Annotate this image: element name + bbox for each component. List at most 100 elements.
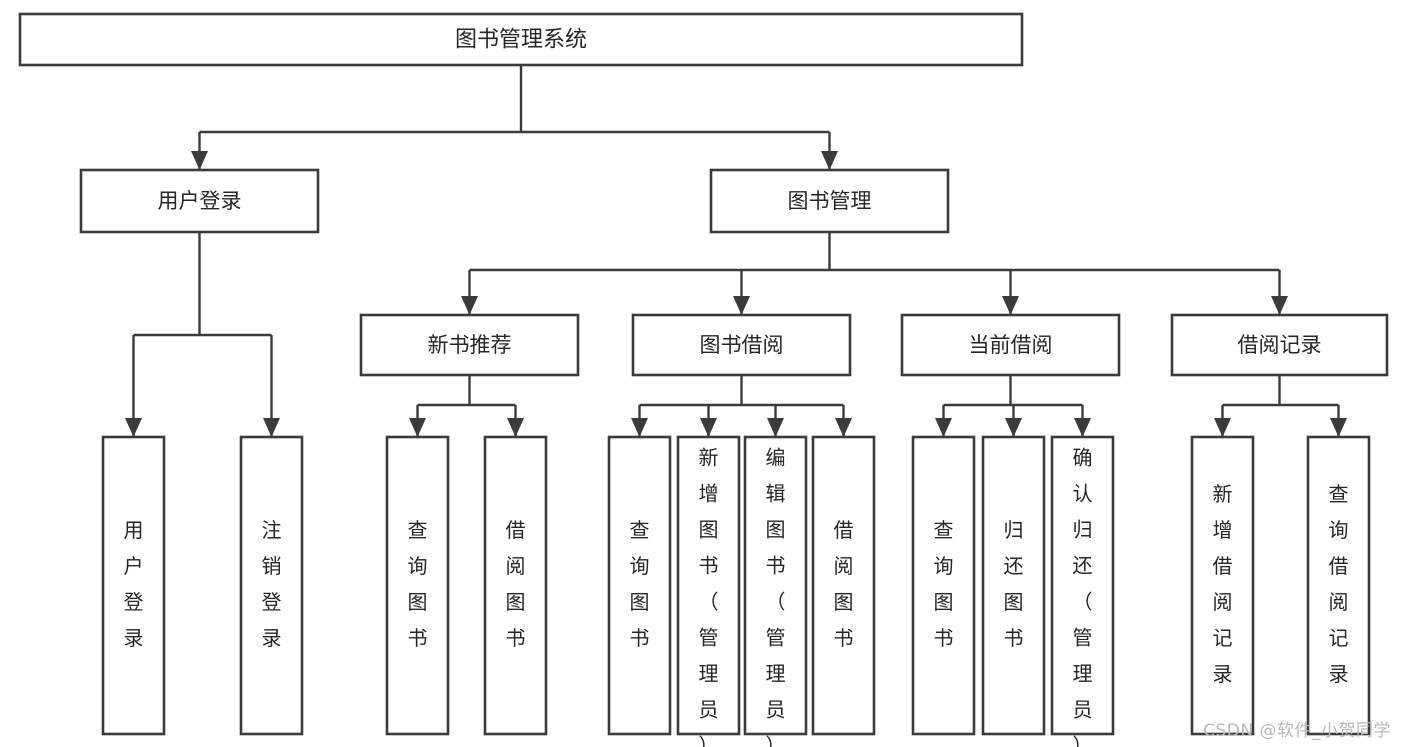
leaf-node-leaf-borrow-book-recommend-rect[interactable] — [483, 435, 548, 736]
arrow-head-icon — [835, 418, 852, 437]
level3-node-new-book-recommend[interactable]: 新书推荐 — [359, 313, 580, 377]
leaf-node-leaf-query-book-current-char: 书 — [934, 626, 954, 650]
leaf-node-leaf-query-borrow-record-rect[interactable] — [1306, 435, 1371, 736]
leaf-node-leaf-add-book-admin-char: 理 — [699, 662, 719, 686]
leaf-node-leaf-confirm-return-admin-rect[interactable] — [1050, 435, 1115, 736]
leaf-node-leaf-add-borrow-record-char: 增 — [1213, 518, 1233, 542]
level2-node-user-login-rect[interactable] — [79, 168, 320, 234]
leaf-node-leaf-logout-login-char: 录 — [262, 626, 282, 650]
leaf-node-leaf-return-book-rect[interactable] — [981, 435, 1046, 736]
leaf-node-leaf-user-login-rect[interactable] — [101, 435, 166, 736]
arrow-head-icon — [191, 151, 208, 170]
root-node[interactable]: 图书管理系统 — [18, 12, 1024, 67]
leaf-node-leaf-user-login[interactable]: 用户登录 — [101, 435, 166, 736]
leaf-node-leaf-edit-book-admin-char: 编 — [766, 446, 786, 470]
leaf-node-leaf-logout-login-char: 注 — [262, 518, 282, 542]
arrow-head-icon — [1005, 418, 1022, 437]
leaf-node-leaf-borrow-book-recommend-char: 阅 — [506, 554, 526, 578]
leaf-node-leaf-query-book-borrow-char: 查 — [630, 518, 650, 542]
leaf-node-leaf-add-book-admin-char: 图 — [699, 518, 719, 542]
root-node-label: 图书管理系统 — [455, 28, 587, 53]
leaf-node-leaf-borrow-book-char: 图 — [834, 590, 854, 614]
leaf-node-leaf-edit-book-admin-char: 员 — [766, 698, 786, 722]
leaf-node-leaf-borrow-book-recommend-char: 图 — [506, 590, 526, 614]
arrow-head-icon — [631, 418, 648, 437]
level3-node-borrow-record-rect[interactable] — [1170, 313, 1389, 377]
leaf-node-leaf-confirm-return-admin-char: 理 — [1073, 662, 1093, 686]
leaf-node-leaf-borrow-book-rect[interactable] — [811, 435, 876, 736]
leaf-node-leaf-confirm-return-admin-char: （ — [1073, 590, 1093, 614]
leaf-node-leaf-add-book-admin-char: 新 — [699, 446, 719, 470]
leaf-node-leaf-query-book-recommend-char: 询 — [408, 554, 428, 578]
level2-node-book-management-label: 图书管理 — [788, 189, 872, 213]
leaf-node-leaf-add-borrow-record-char: 录 — [1213, 662, 1233, 686]
level3-node-book-borrow[interactable]: 图书借阅 — [631, 313, 852, 377]
arrow-head-icon — [409, 418, 426, 437]
leaf-node-leaf-return-book-char: 还 — [1004, 554, 1024, 578]
leaf-node-leaf-edit-book-admin-rect[interactable] — [743, 435, 808, 736]
arrow-head-icon — [1214, 418, 1231, 437]
arrow-head-icon — [821, 151, 838, 170]
leaf-node-leaf-edit-book-admin-char: （ — [766, 590, 786, 614]
level2-node-user-login[interactable]: 用户登录 — [79, 168, 320, 234]
level2-node-book-management[interactable]: 图书管理 — [709, 168, 950, 234]
arrow-head-icon — [507, 418, 524, 437]
arrow-head-icon — [125, 418, 142, 437]
leaf-node-leaf-edit-book-admin-char: 辑 — [766, 482, 786, 506]
leaf-node-leaf-edit-book-admin-char: 管 — [766, 626, 786, 650]
leaf-node-leaf-add-book-admin-char: 员 — [699, 698, 719, 722]
leaf-node-leaf-query-book-borrow-char: 询 — [630, 554, 650, 578]
leaf-node-leaf-query-book-borrow-rect[interactable] — [607, 435, 672, 736]
leaf-node-leaf-user-login-char: 户 — [124, 554, 144, 578]
level3-node-book-borrow-rect[interactable] — [631, 313, 852, 377]
leaf-node-leaf-query-borrow-record-char: 借 — [1329, 554, 1349, 578]
leaf-node-leaf-borrow-book-recommend-char: 书 — [506, 626, 526, 650]
level2-node-user-login-label: 用户登录 — [158, 189, 242, 213]
leaf-node-leaf-query-book-current-rect[interactable] — [911, 435, 976, 736]
leaf-node-leaf-confirm-return-admin-char: 管 — [1073, 626, 1093, 650]
root-node-rect[interactable] — [18, 12, 1024, 67]
leaf-node-leaf-return-book-char: 归 — [1004, 518, 1024, 542]
leaf-node-leaf-confirm-return-admin-char: ） — [1073, 734, 1093, 747]
leaf-node-leaf-edit-book-admin-char: ） — [766, 734, 786, 747]
arrow-head-icon — [1074, 418, 1091, 437]
arrow-head-icon — [700, 418, 717, 437]
leaf-node-leaf-edit-book-admin-char: 图 — [766, 518, 786, 542]
level3-node-new-book-recommend-rect[interactable] — [359, 313, 580, 377]
leaf-node-leaf-query-book-current-char: 询 — [934, 554, 954, 578]
level2-node-book-management-rect[interactable] — [709, 168, 950, 234]
leaf-node-leaf-borrow-book-recommend-char: 借 — [506, 518, 526, 542]
leaf-node-leaf-return-book-char: 书 — [1004, 626, 1024, 650]
leaf-node-leaf-logout-login-char: 销 — [262, 554, 282, 578]
leaf-node-leaf-borrow-book-char: 借 — [834, 518, 854, 542]
arrow-head-icon — [461, 296, 478, 315]
leaf-node-leaf-confirm-return-admin-char: 确 — [1073, 446, 1093, 470]
level3-node-current-borrow[interactable]: 当前借阅 — [900, 313, 1121, 377]
level3-node-current-borrow-rect[interactable] — [900, 313, 1121, 377]
leaf-node-leaf-add-book-admin-char: 书 — [699, 554, 719, 578]
node-layer: 图书管理系统用户登录图书管理新书推荐图书借阅当前借阅借阅记录用户登录注销登录查询… — [18, 12, 1389, 747]
leaf-node-leaf-logout-login-rect[interactable] — [239, 435, 304, 736]
level3-node-current-borrow-label: 当前借阅 — [969, 333, 1053, 357]
leaf-node-leaf-query-borrow-record-char: 记 — [1329, 626, 1349, 650]
level3-node-borrow-record[interactable]: 借阅记录 — [1170, 313, 1389, 377]
leaf-node-leaf-add-book-admin-rect[interactable] — [676, 435, 741, 736]
leaf-node-leaf-confirm-return-admin-char: 认 — [1073, 482, 1093, 506]
arrow-head-icon — [767, 418, 784, 437]
leaf-node-leaf-add-borrow-record-rect[interactable] — [1190, 435, 1255, 736]
leaf-node-leaf-query-book-recommend-rect[interactable] — [385, 435, 450, 736]
leaf-node-leaf-query-borrow-record-char: 查 — [1329, 482, 1349, 506]
leaf-node-leaf-query-book-borrow-char: 书 — [630, 626, 650, 650]
